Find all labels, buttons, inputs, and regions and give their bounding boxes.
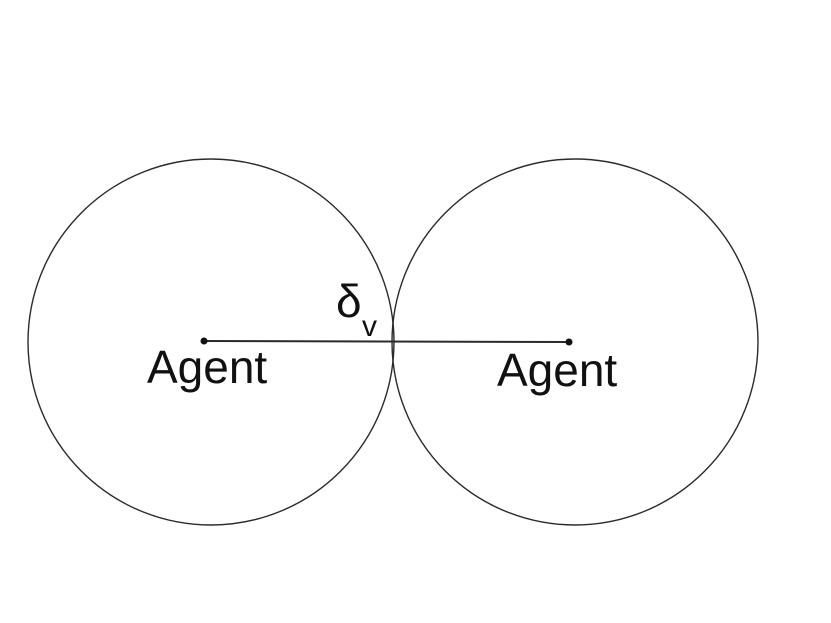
left-agent-label: Agent: [147, 341, 267, 393]
center-distance-line: [203, 340, 570, 343]
right-agent-label: Agent: [497, 344, 617, 396]
left-agent-center-point: [200, 337, 208, 345]
right-agent-center-point: [565, 338, 573, 346]
distance-subscript: v: [362, 310, 377, 343]
distance-symbol: δ: [336, 275, 362, 327]
